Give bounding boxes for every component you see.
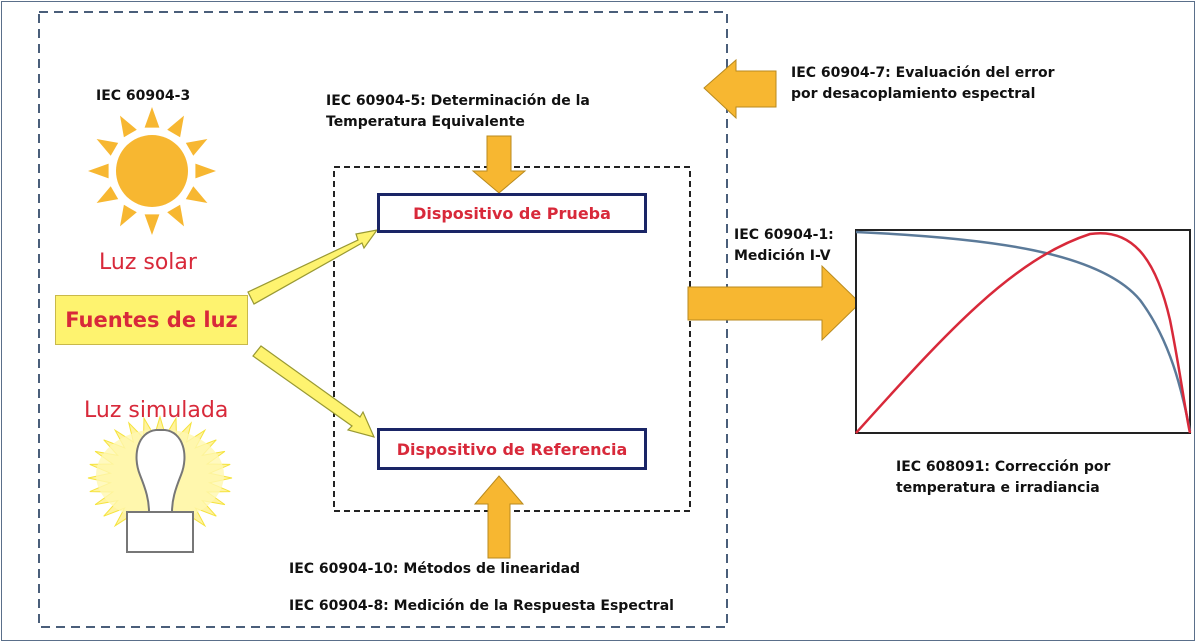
iv-chart-frame [855, 229, 1191, 434]
iv-measurement-standard-line2: Medición I-V [734, 248, 831, 264]
sun-ray [144, 214, 160, 235]
sun-icon [88, 107, 216, 235]
linearity-standard-label: IEC 60904-10: Métodos de linearidad [289, 561, 581, 577]
arrow-linearity-to-reference-device [473, 475, 525, 559]
iv-measurement-standard-line1: IEC 60904-1: [734, 227, 834, 243]
sun-ray [144, 107, 160, 128]
equivalent-temperature-standard-line2: Temperatura Equivalente [326, 114, 525, 130]
sun-ray [185, 139, 208, 156]
solar-light-label: Luz solar [99, 250, 197, 275]
correction-standard-line2: temperatura e irradiancia [896, 480, 1100, 496]
arrow-to-test-device [247, 229, 379, 305]
test-device-box: Dispositivo de Prueba [377, 193, 647, 233]
simulated-light-label: Luz simulada [84, 398, 229, 423]
iv-curve [855, 230, 1192, 432]
spectral-mismatch-standard-line2: por desacoplamiento espectral [791, 86, 1036, 102]
light-sources-box: Fuentes de luz [55, 295, 248, 345]
sun-ray [120, 115, 137, 138]
sun-ray [96, 186, 119, 203]
arrow-temperature-to-test-device [471, 135, 527, 194]
sun-ray [167, 115, 184, 138]
sun-ray [167, 204, 184, 227]
sun-ray [120, 204, 137, 227]
equivalent-temperature-standard-line1: IEC 60904-5: Determinación de la [326, 93, 590, 109]
sun-ray [185, 186, 208, 203]
sun-ray [88, 163, 109, 179]
reference-device-box: Dispositivo de Referencia [377, 428, 647, 470]
lamp-icon [87, 415, 233, 553]
arrow-to-reference-device [252, 345, 376, 438]
power-curve [855, 231, 1192, 434]
solar-standard-label: IEC 60904-3 [96, 88, 191, 104]
arrow-spectral-mismatch [703, 58, 777, 120]
sun-ray [96, 139, 119, 156]
sun-ray [195, 163, 216, 179]
arrow-to-iv-measurement [687, 264, 861, 342]
spectral-response-standard-label: IEC 60904-8: Medición de la Respuesta Es… [289, 598, 674, 614]
spectral-mismatch-standard-line1: IEC 60904-7: Evaluación del error [791, 65, 1055, 81]
correction-standard-line1: IEC 608091: Corrección por [896, 459, 1111, 475]
